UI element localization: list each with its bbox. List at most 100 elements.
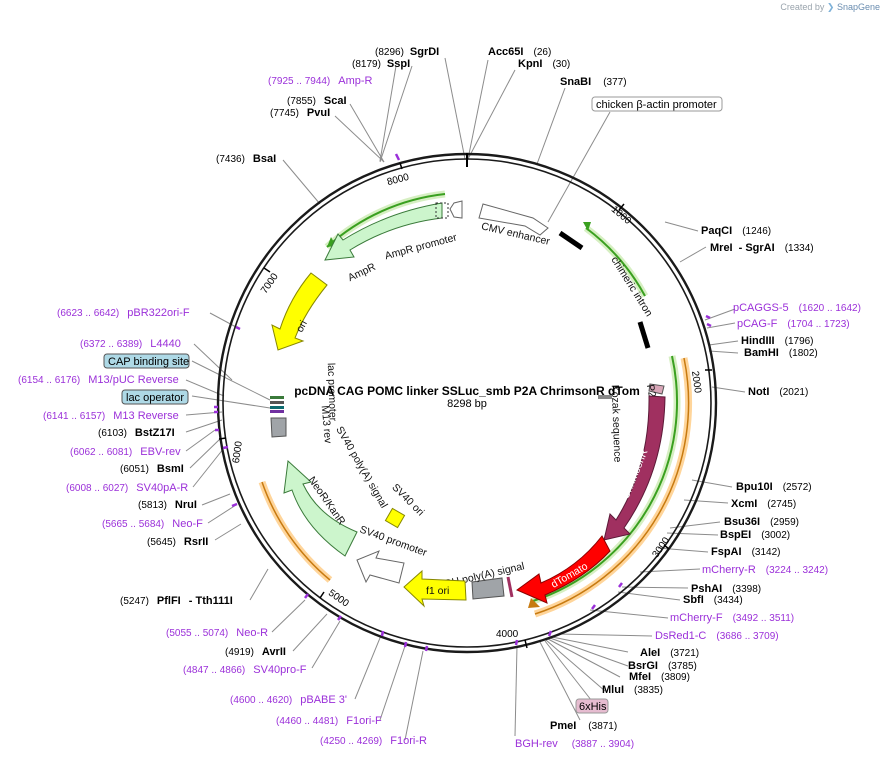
enzyme-label-mfei: MfeI(3809)	[629, 671, 690, 683]
cmv-enhancer-arrow	[478, 203, 549, 236]
ampr-arrow	[324, 202, 443, 261]
ampr-label: AmpR	[346, 261, 378, 284]
boxed-labels: chicken β-actin promoter CAP binding sit…	[103, 96, 723, 714]
kozak-label: Kozak sequence	[609, 385, 624, 463]
enzyme-label-hindiii: HindIII(1796)	[741, 335, 814, 347]
enzyme-label-bspei: BspEI(3002)	[720, 529, 790, 541]
cap-site-mark	[270, 396, 284, 399]
watermark-brand: SnapGene	[836, 2, 880, 12]
enzyme-label-pmei: PmeI(3871)	[550, 720, 617, 732]
enzyme-label-bamhi: BamHI(1802)	[744, 347, 818, 359]
lac-operator-label: lac operator	[126, 392, 184, 404]
tick-8000: 8000	[386, 172, 411, 188]
enzyme-label-mrei: MreI- SgrAI(1334)	[710, 242, 814, 254]
enzyme-label-scai: (7855)ScaI	[287, 95, 347, 107]
enzyme-label-bsu36i: Bsu36I(2959)	[724, 516, 799, 528]
watermark-created-by: Created by	[780, 2, 825, 12]
enzyme-label-snabi: SnaBI(377)	[560, 76, 627, 88]
primer-label-dsred1-c: DsRed1-C(3686 .. 3709)	[655, 630, 779, 642]
primer-labels: (7925 .. 7944)Amp-R pCAGGS-5(1620 .. 164…	[18, 75, 861, 750]
his-tag-mark	[506, 576, 514, 598]
enzyme-label-kpni: KpnI(30)	[518, 58, 570, 70]
enzyme-label-xcmi: XcmI(2745)	[731, 498, 796, 510]
enzyme-label-pflfi: (5247)PflFI- Tth111I	[120, 595, 233, 607]
enzyme-label-acc65i: Acc65I(26)	[488, 46, 551, 58]
primer-label-m13-puc-reverse: (6154 .. 6176)M13/pUC Reverse	[18, 374, 179, 386]
ampr-dotted-region	[435, 202, 449, 219]
primer-label-sv40pro-f: (4847 .. 4866)SV40pro-F	[183, 664, 307, 676]
tick-6000: 6000	[231, 440, 245, 464]
primer-label-mcherry-f: mCherry-F(3492 .. 3511)	[670, 612, 794, 624]
cap-binding-site-box	[103, 353, 190, 369]
snapgene-watermark: Created by ❯ SnapGene	[780, 2, 880, 13]
enzyme-label-avrii: (4919)AvrII	[225, 646, 286, 658]
sv40-promoter-label: SV40 promoter	[358, 524, 429, 560]
chimeric-intron-label: chimeric intron	[608, 254, 654, 318]
enzyme-label-paqci: PaqCI(1246)	[701, 225, 771, 237]
enzyme-label-bpu10i: Bpu10I(2572)	[736, 481, 812, 493]
intron-block	[637, 321, 651, 349]
plasmid-name: pcDNA CAG POMC linker SSLuc_smb P2A Chri…	[294, 384, 640, 398]
enzyme-label-pvui: (7745)PvuI	[270, 107, 330, 119]
primer-label-sv40pa-r: (6008 .. 6027)SV40pA-R	[66, 482, 188, 494]
chrimsonr-arrow	[603, 395, 666, 541]
tick-2000: 2000	[689, 370, 703, 394]
primer-label-pbr322ori-f: (6623 .. 6642)pBR322ori-F	[57, 307, 190, 319]
primer-label-l4440: (6372 .. 6389)L4440	[80, 338, 181, 350]
chicken-actin-label: chicken β-actin promoter	[596, 99, 717, 111]
cag-promoter-block	[558, 230, 584, 251]
enzyme-labels: (8296)SgrDI (8179)SspI Acc65I(26) KpnI(3…	[98, 46, 818, 732]
lac-operator-mark	[270, 406, 284, 409]
ampr-promoter-label: AmpR promoter	[383, 231, 458, 262]
sv40-polya-box	[270, 417, 287, 438]
enzyme-label-alei: AleI(3721)	[640, 647, 699, 659]
enzyme-label-sspi: (8179)SspI	[352, 58, 410, 70]
tick-1000: 1000	[609, 204, 633, 227]
enzyme-label-bsrgi: BsrGI(3785)	[628, 660, 697, 672]
tick-7000: 7000	[259, 271, 281, 296]
enzyme-label-bstz17i: (6103)BstZ17I	[98, 427, 175, 439]
m13-rev-label: M13 rev	[319, 405, 334, 445]
primer-label-mcherry-r: mCherry-R(3224 .. 3242)	[702, 564, 828, 576]
f1-ori-label: f1 ori	[426, 585, 449, 597]
primer-marks	[214, 153, 712, 652]
primer-label-f1ori-f: (4460 .. 4481)F1ori-F	[276, 715, 382, 727]
primer-label-f1ori-r: (4250 .. 4269)F1ori-R	[320, 735, 427, 747]
tick-4000: 4000	[496, 629, 519, 640]
enzyme-label-bsai: (7436)BsaI	[216, 153, 276, 165]
primer-label-ebv-rev: (6062 .. 6081)EBV-rev	[70, 446, 181, 458]
enzyme-label-bsmi: (6051)BsmI	[120, 463, 184, 475]
ampr-promoter-arrow	[449, 200, 463, 219]
lac-promoter-mark	[270, 401, 284, 404]
his-tag-label: 6xHis	[579, 701, 607, 713]
ori-label: ori	[294, 318, 310, 334]
sv40-promoter-arrow	[356, 550, 405, 584]
cap-binding-site-label: CAP binding site	[108, 356, 189, 368]
enzyme-label-pshai: PshAI(3398)	[691, 583, 761, 595]
primer-label-pcag-f: pCAG-F(1704 .. 1723)	[737, 318, 850, 330]
enzyme-label-fspai: FspAI(3142)	[711, 546, 780, 558]
primer-label-neo-r: (5055 .. 5074)Neo-R	[166, 627, 268, 639]
tick-5000: 5000	[326, 588, 351, 610]
plasmid-length: 8298 bp	[447, 398, 487, 410]
primer-label-bgh-rev: BGH-rev(3887 .. 3904)	[515, 738, 634, 750]
leader-lines	[185, 57, 746, 741]
lac-promoter-label: lac promoter	[325, 363, 339, 422]
enzyme-label-sgrdi: (8296)SgrDI	[375, 46, 439, 58]
m13-rev-mark	[270, 410, 284, 413]
primer-label-amp-r: (7925 .. 7944)Amp-R	[268, 75, 373, 87]
kozak-mark	[598, 395, 612, 399]
neor-kanr-arrow	[283, 459, 358, 557]
ori-arrow	[271, 272, 328, 351]
dtomato-arrow	[515, 535, 611, 604]
primer-label-pbabe-3: (4600 .. 4620)pBABE 3'	[230, 694, 347, 706]
primer-label-neo-f: (5665 .. 5684)Neo-F	[102, 518, 203, 530]
sv40-polya-label: SV40 poly(A) signal	[333, 424, 390, 510]
enzyme-label-nrui: (5813)NruI	[138, 499, 197, 511]
backbone-ring	[216, 152, 718, 654]
p2a-box	[648, 383, 665, 395]
lac-operator-box	[121, 389, 189, 405]
primer-label-pcaggs-5: pCAGGS-5(1620 .. 1642)	[733, 302, 861, 314]
enzyme-label-noti: NotI(2021)	[748, 386, 808, 398]
